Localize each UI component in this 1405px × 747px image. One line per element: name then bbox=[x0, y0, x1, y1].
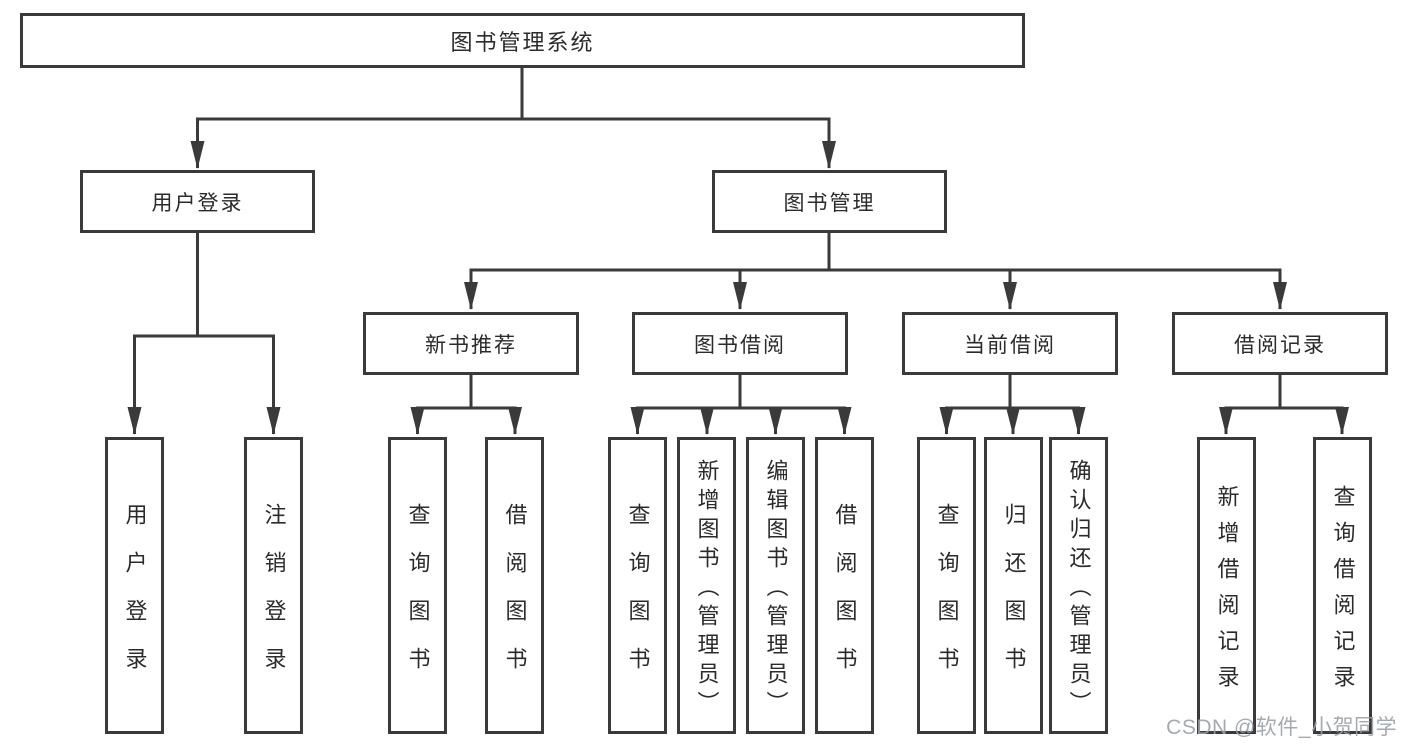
node-book-borrow: 图书借阅 bbox=[632, 312, 848, 375]
leaf-confirm-return-admin: 确认归还（管理员） bbox=[1049, 437, 1108, 734]
node-label: 借阅图书 bbox=[502, 502, 528, 695]
leaf-edit-book-admin: 编辑图书（管理员） bbox=[746, 437, 805, 734]
leaf-add-borrow-record: 新增借阅记录 bbox=[1197, 437, 1256, 734]
node-new-book-recommend: 新书推荐 bbox=[363, 312, 579, 375]
node-label: 查询图书 bbox=[405, 502, 431, 695]
node-label: 确认归还（管理员） bbox=[1066, 458, 1092, 720]
leaf-query-books-borrow: 查询图书 bbox=[608, 437, 667, 734]
node-user-login: 用户登录 bbox=[80, 170, 315, 233]
node-label: 新增图书（管理员） bbox=[694, 458, 720, 720]
node-label: 编辑图书（管理员） bbox=[763, 458, 789, 720]
leaf-add-book-admin: 新增图书（管理员） bbox=[677, 437, 736, 734]
node-borrow-records: 借阅记录 bbox=[1172, 312, 1388, 375]
node-label: 图书管理 bbox=[783, 191, 876, 215]
leaf-user-login: 用户登录 bbox=[105, 437, 164, 734]
leaf-query-books-current: 查询图书 bbox=[917, 437, 976, 734]
csdn-watermark: CSDN @软件_小贺同学 bbox=[1166, 716, 1397, 739]
leaf-query-borrow-record: 查询借阅记录 bbox=[1313, 437, 1372, 734]
node-root: 图书管理系统 bbox=[20, 13, 1025, 68]
leaf-borrow-books: 借阅图书 bbox=[815, 437, 874, 734]
node-book-management: 图书管理 bbox=[712, 170, 947, 233]
node-label: 注销登录 bbox=[261, 502, 287, 695]
node-label: 查询借阅记录 bbox=[1330, 484, 1356, 701]
node-label: 归还图书 bbox=[1001, 502, 1027, 695]
node-label: 用户登录 bbox=[151, 191, 244, 215]
node-label: 用户登录 bbox=[122, 502, 148, 695]
node-label: 查询图书 bbox=[934, 502, 960, 695]
node-label: 查询图书 bbox=[625, 502, 651, 695]
node-label: 借阅图书 bbox=[832, 502, 858, 695]
leaf-query-books-recommend: 查询图书 bbox=[388, 437, 447, 734]
node-label: 当前借阅 bbox=[964, 333, 1056, 357]
node-current-borrow: 当前借阅 bbox=[902, 312, 1118, 375]
node-label: 图书管理系统 bbox=[450, 29, 595, 55]
node-label: 借阅记录 bbox=[1234, 333, 1326, 357]
leaf-borrow-books-recommend: 借阅图书 bbox=[485, 437, 544, 734]
leaf-logout: 注销登录 bbox=[244, 437, 303, 734]
node-label: 新书推荐 bbox=[425, 333, 517, 357]
node-label: 新增借阅记录 bbox=[1214, 484, 1240, 701]
node-label: 图书借阅 bbox=[694, 333, 786, 357]
leaf-return-books: 归还图书 bbox=[984, 437, 1043, 734]
